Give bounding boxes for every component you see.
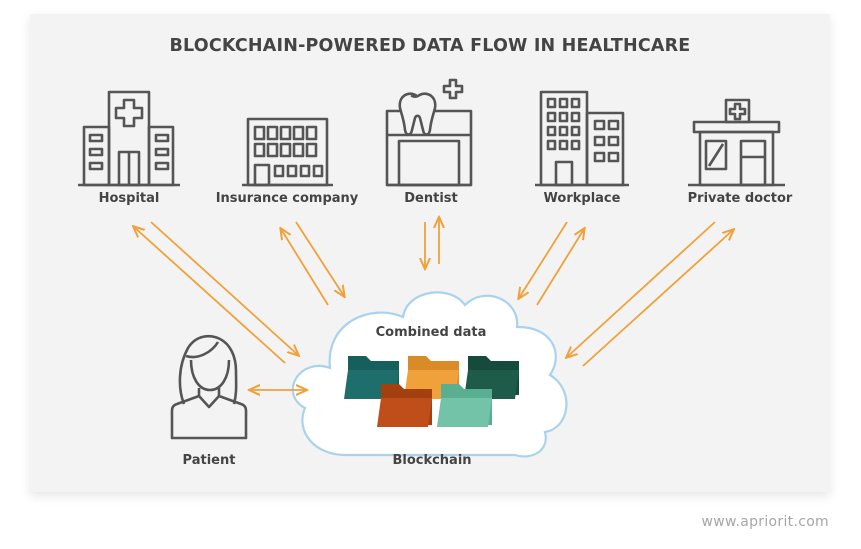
node-label-dentist: Dentist — [404, 191, 458, 206]
cloud-label-blockchain: Blockchain — [392, 453, 472, 468]
footer-website: www.apriorit.com — [701, 514, 829, 530]
hospital-icon — [78, 90, 180, 187]
data-folder-icon-mint — [437, 384, 492, 427]
dentist-tooth-icon — [385, 78, 473, 187]
node-label-private-doctor: Private doctor — [687, 191, 793, 206]
data-flow-arrows — [134, 218, 733, 390]
arrow-cloud-to-hospital — [134, 227, 286, 364]
private-doctor-clinic-icon — [688, 98, 785, 187]
arrow-cloud-to-insurance — [281, 229, 329, 306]
node-label-workplace: Workplace — [543, 191, 621, 206]
insurance-building-icon — [242, 117, 333, 187]
diagram-title: BLOCKCHAIN-POWERED DATA FLOW IN HEALTHCA… — [169, 36, 691, 56]
node-label-hospital: Hospital — [98, 191, 160, 206]
arrow-insurance-to-cloud — [295, 221, 344, 296]
arrow-cloud-to-privatedoctor — [582, 230, 733, 367]
arrow-privatedoctor-to-cloud — [567, 221, 716, 357]
workplace-building-icon — [535, 90, 629, 187]
arrow-hospital-to-cloud — [150, 221, 298, 355]
node-label-insurance: Insurance company — [215, 191, 359, 206]
arrow-cloud-to-workplace — [536, 229, 584, 306]
node-label-patient: Patient — [182, 453, 236, 468]
cloud-inner-label: Combined data — [375, 325, 487, 340]
data-folder-icon-rust — [377, 384, 432, 427]
arrow-workplace-to-cloud — [519, 221, 568, 298]
patient-person-icon — [170, 334, 248, 440]
